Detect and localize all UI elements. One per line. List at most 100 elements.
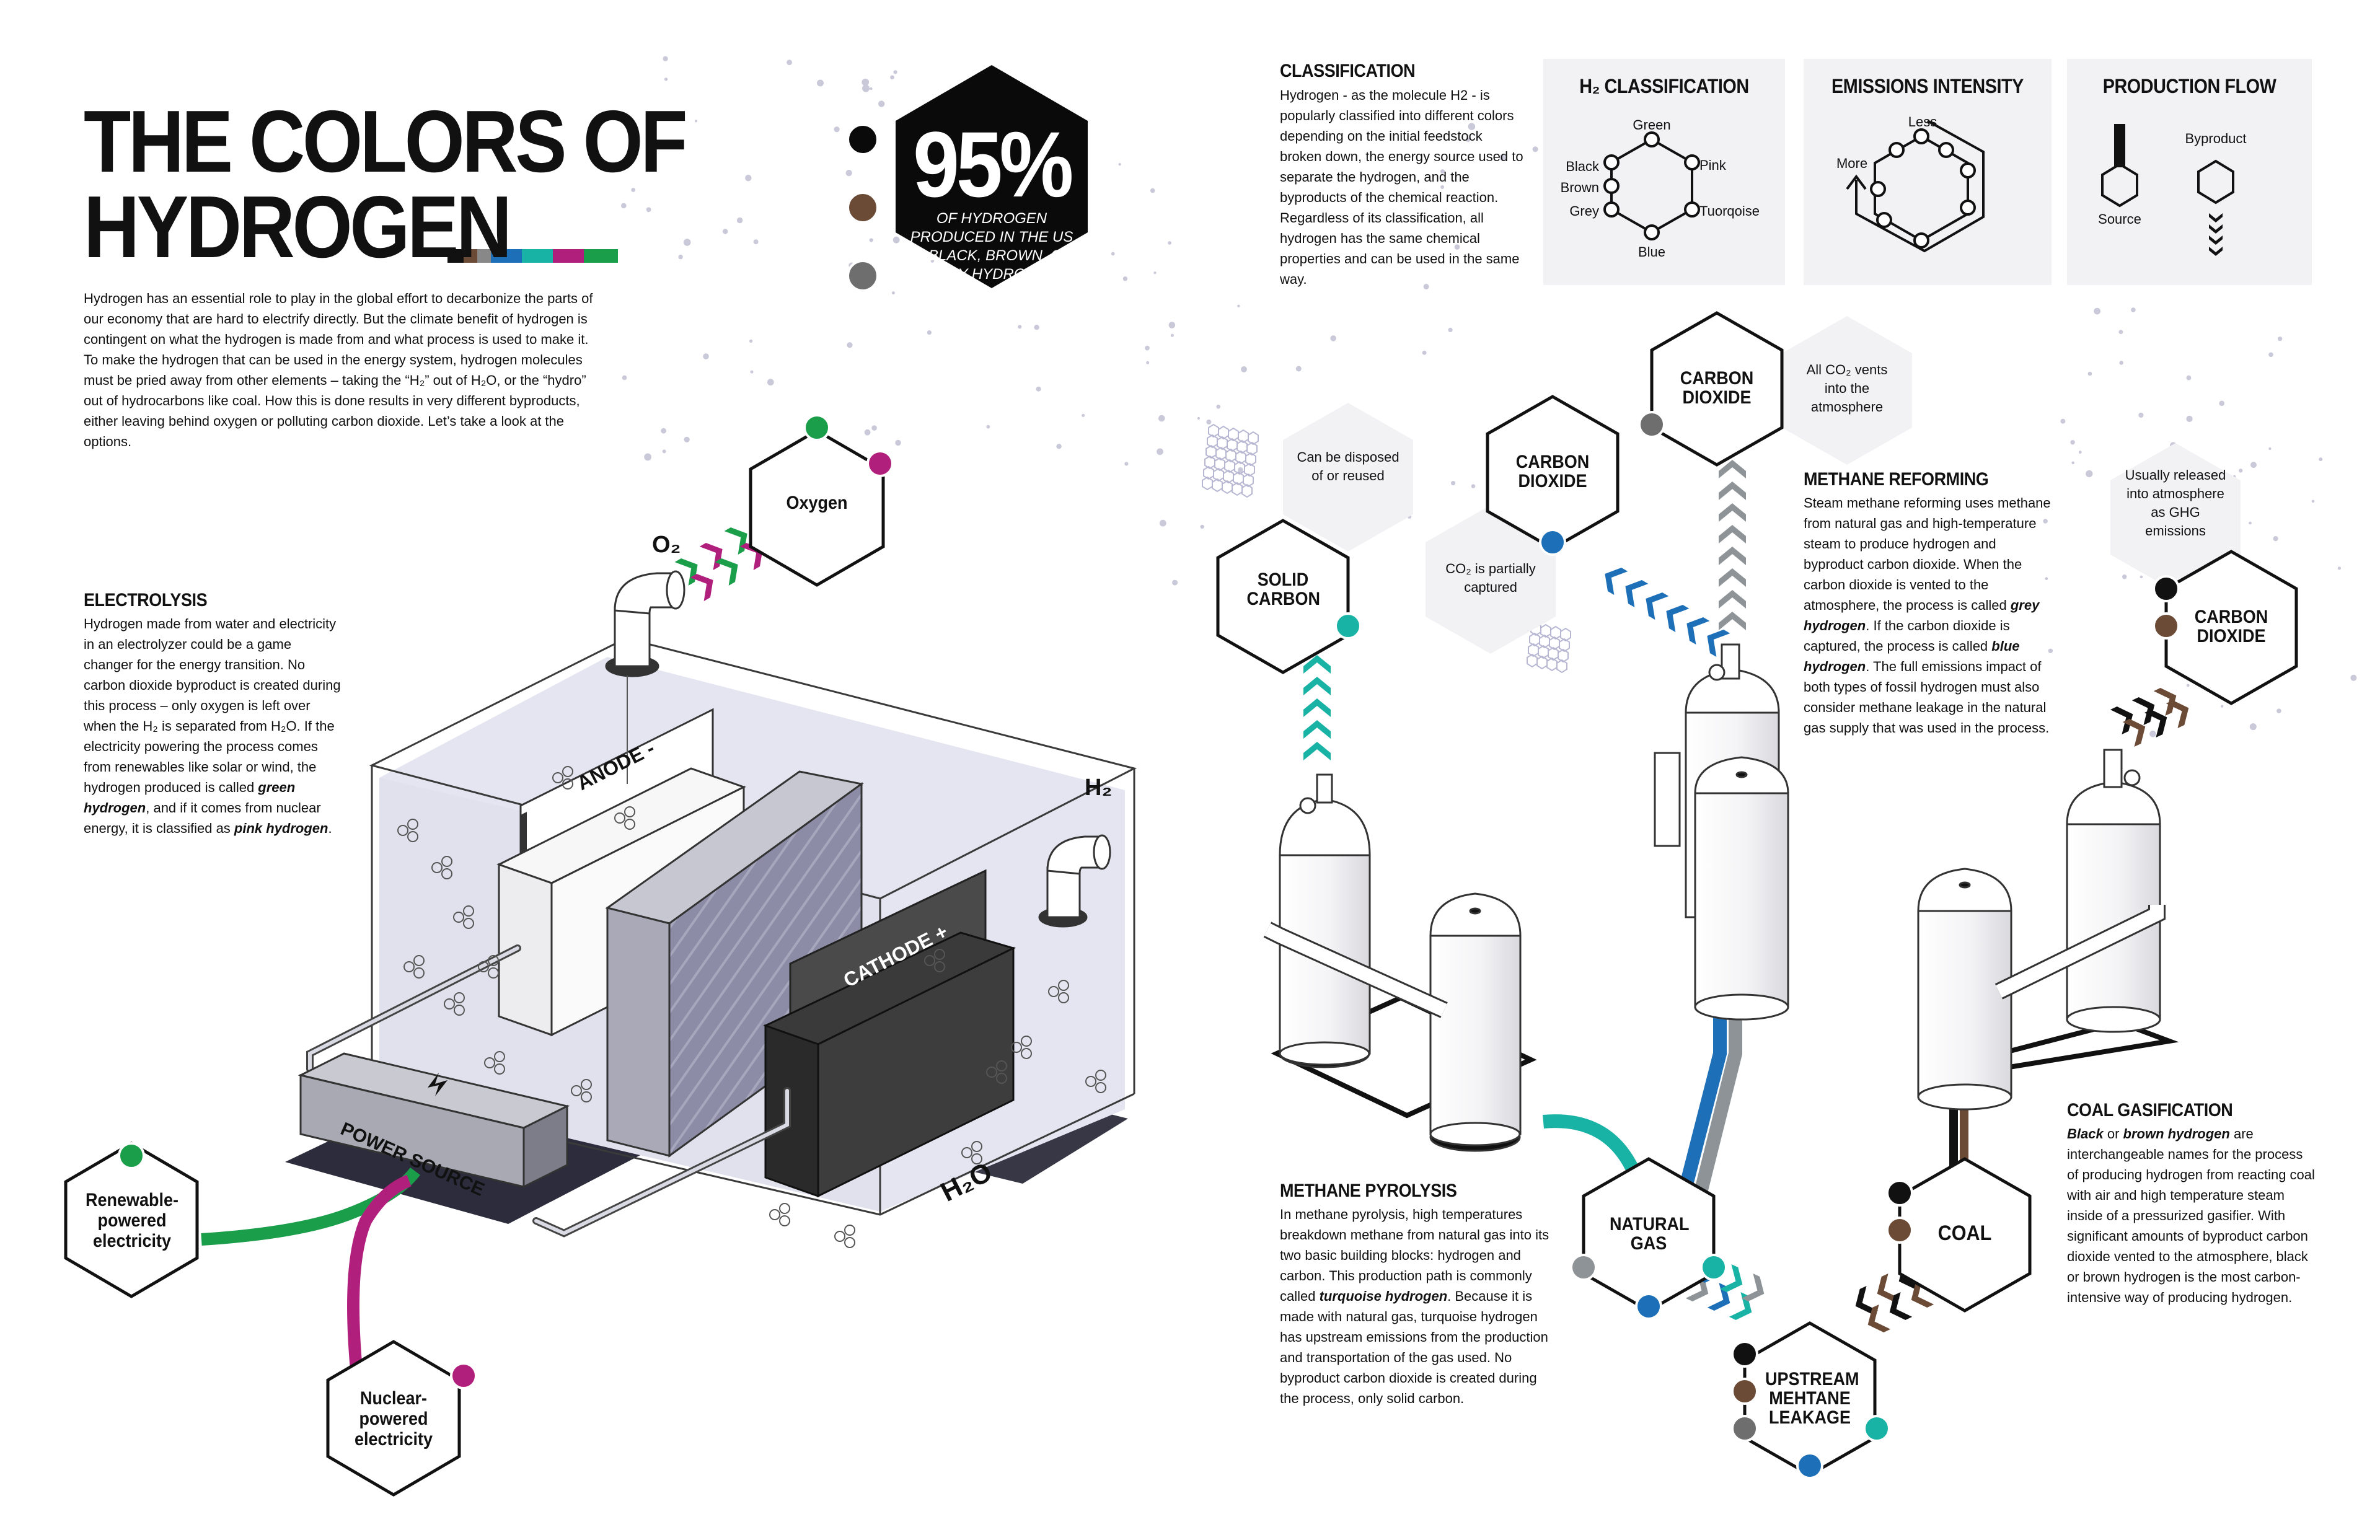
carbon-cube <box>1536 655 1548 670</box>
background-dot <box>1466 138 1471 142</box>
background-dot <box>1216 405 1220 409</box>
legend-grey: Grey <box>1569 203 1599 219</box>
carbon-cube <box>1218 425 1229 440</box>
background-dot <box>871 425 877 431</box>
intro-paragraph: Hydrogen has an essential role to play i… <box>84 291 593 449</box>
background-dot <box>2273 536 2278 542</box>
bubble <box>924 955 935 966</box>
carbon-cube <box>1540 623 1551 638</box>
bubble <box>488 967 499 979</box>
bubble <box>1058 992 1069 1003</box>
node-hexagons <box>64 311 2298 1497</box>
bubble <box>454 1005 465 1016</box>
node-dots <box>118 411 2180 1479</box>
background-dot <box>663 56 668 61</box>
blue-hydrogen-term: blue hydrogen <box>1804 638 2020 674</box>
background-dot <box>664 77 668 81</box>
bubble <box>562 766 573 777</box>
background-dot <box>1124 462 1129 466</box>
solid-carbon-cubes <box>1202 423 1571 674</box>
background-dot <box>1330 335 1336 341</box>
bubble <box>1095 1082 1106 1093</box>
background-dot <box>2048 648 2053 654</box>
background-dot <box>1206 420 1212 425</box>
background-dot <box>862 84 870 92</box>
bubble <box>444 998 455 1010</box>
electrolysis-heading: ELECTROLYSIS <box>84 590 208 610</box>
carbon-cube <box>1558 648 1569 663</box>
water-bubbles <box>397 766 1106 1248</box>
solid-carbon-arrows <box>1303 655 1331 760</box>
bubble <box>971 1153 982 1164</box>
background-dot <box>1168 322 1176 328</box>
background-dot <box>930 259 935 263</box>
bubble <box>779 1215 790 1226</box>
blue-pipe <box>1679 1010 1727 1189</box>
reforming-heading: METHANE REFORMING <box>1804 469 1989 490</box>
legend-pink: Pink <box>1699 157 1726 173</box>
solid-carbon-note: Can be disposed of or reused <box>1297 449 1399 483</box>
co2-captured-note: CO₂ is partially captured <box>1445 561 1536 595</box>
emissions-legend: EMISSIONS INTENSITY Less More <box>1804 59 2052 285</box>
co2-blue-label: CARBON DIOXIDE <box>1515 452 1590 491</box>
background-dot <box>869 238 873 242</box>
bubble <box>441 868 452 879</box>
carbon-cube <box>1212 478 1223 493</box>
bubble <box>1021 1036 1032 1047</box>
bubble <box>1095 1070 1106 1081</box>
grey-dot <box>847 260 879 292</box>
background-dot <box>2319 457 2323 462</box>
background-dot <box>767 379 774 386</box>
carbon-cube <box>1208 423 1219 438</box>
background-dot <box>845 170 852 177</box>
background-dot <box>986 425 990 429</box>
background-dot <box>1146 361 1150 364</box>
pyrolysis-tanks <box>1263 773 1522 1152</box>
page-title: THE COLORS OF HYDROGEN <box>84 98 688 271</box>
background-dot <box>2045 577 2048 581</box>
bubble <box>624 806 635 817</box>
stat-hexagon <box>896 65 1088 288</box>
bubble <box>407 819 418 830</box>
blue-co2-arrows <box>1598 561 1730 658</box>
background-dot <box>622 375 627 381</box>
background-dot <box>890 75 894 80</box>
carbon-cube <box>1528 643 1539 658</box>
carbon-cube <box>1527 653 1538 668</box>
turquoise-hydrogen-term: turquoise hydrogen <box>1319 1288 1448 1304</box>
production-flow-legend: PRODUCTION FLOW Source Byproduct <box>2067 59 2312 285</box>
background-dot <box>2221 705 2224 708</box>
black-hydrogen-term: Black <box>2067 1126 2104 1142</box>
bubble <box>779 1203 790 1214</box>
carbon-cube <box>1560 627 1571 642</box>
legend-blue: Blue <box>1637 244 1666 260</box>
bubble <box>834 1231 845 1242</box>
carbon-cube <box>1236 439 1248 454</box>
bubble <box>453 912 464 923</box>
note-hexagons <box>1283 316 2241 654</box>
carbon-cube <box>1548 646 1559 661</box>
background-dot <box>1157 448 1163 455</box>
carbon-cube <box>1549 636 1560 651</box>
background-dot <box>683 239 691 246</box>
background-dot <box>1172 579 1178 586</box>
background-dot <box>1238 467 1243 473</box>
electrolysis-text: Hydrogen made from water and electricity… <box>84 616 341 836</box>
background-dot <box>1159 519 1166 527</box>
background-dot <box>2278 337 2283 341</box>
pyrolysis-text: In methane pyrolysis, high temperatures … <box>1280 1207 1549 1406</box>
bubble <box>844 1225 855 1236</box>
background-dot <box>646 207 651 213</box>
background-dot <box>1440 185 1445 189</box>
coal-heading: COAL GASIFICATION <box>2067 1100 2233 1120</box>
background-dot <box>1168 241 1171 245</box>
background-dot <box>2086 470 2093 478</box>
background-dot <box>2276 708 2281 713</box>
production-flow-title: PRODUCTION FLOW <box>2102 75 2276 97</box>
background-dot <box>870 87 873 90</box>
pyrolysis-heading: METHANE PYROLYSIS <box>1280 1181 1457 1201</box>
background-dot <box>678 254 683 260</box>
h2-classification-legend: H₂ CLASSIFICATION Green Pink Tuorqoise B… <box>1543 59 1785 285</box>
background-dot <box>661 428 667 434</box>
